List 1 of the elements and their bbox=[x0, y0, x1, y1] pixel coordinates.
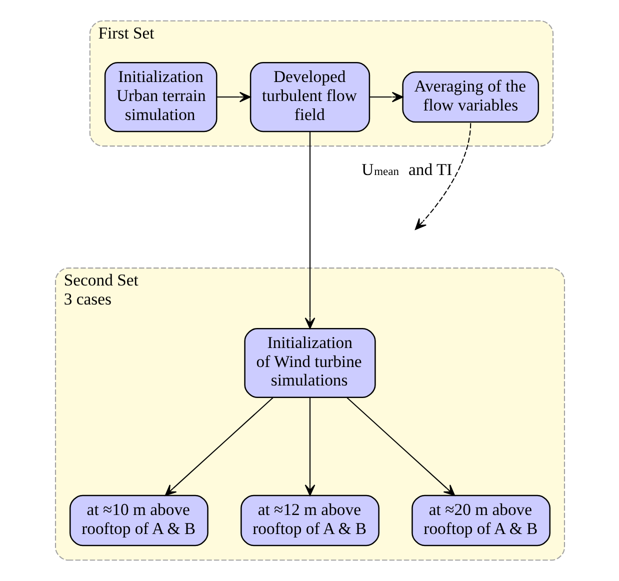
edge-label: Umean and TI bbox=[361, 160, 452, 180]
